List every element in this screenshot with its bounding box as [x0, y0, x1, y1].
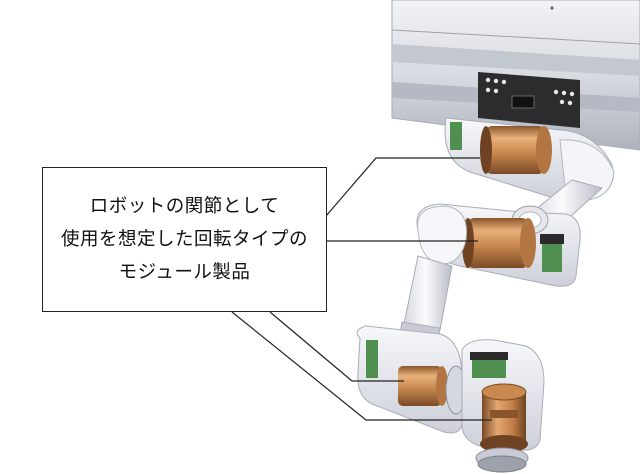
callout-line-2: 使用を想定した回転タイプの	[61, 223, 308, 256]
callout-line-1: ロボットの関節として	[90, 190, 279, 223]
joint-module-3	[357, 326, 466, 433]
joint-module-4	[462, 340, 544, 472]
callout-line-3: モジュール製品	[119, 256, 251, 289]
description-callout: ロボットの関節として 使用を想定した回転タイプの モジュール製品	[42, 167, 327, 312]
link-tube-2	[400, 256, 452, 340]
